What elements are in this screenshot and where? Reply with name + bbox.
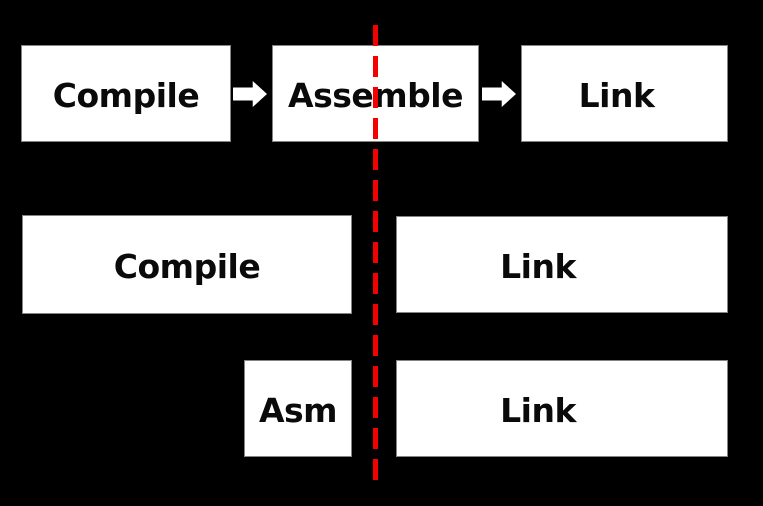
merged-asm-link-box: Link: [396, 360, 728, 457]
pipeline-link-label: Link: [578, 76, 655, 115]
merged-compile-box: Compile: [22, 215, 352, 314]
red-dashed-divider-line: [373, 25, 378, 486]
merged-asm-box: Asm: [244, 360, 352, 457]
merged-asm-label: Asm: [258, 391, 338, 430]
pipeline-link-box: Link: [521, 45, 728, 142]
merged-asm-link-label: Link: [500, 391, 576, 430]
pipeline-compile-label: Compile: [52, 76, 200, 115]
merged-compile-link-label: Link: [500, 247, 576, 286]
pipeline-compile-box: Compile: [21, 45, 231, 142]
merged-compile-link-box: Link: [396, 216, 728, 313]
arrow-right-icon: [233, 81, 267, 107]
merged-compile-label: Compile: [113, 247, 261, 286]
arrow-right-icon: [482, 81, 516, 107]
